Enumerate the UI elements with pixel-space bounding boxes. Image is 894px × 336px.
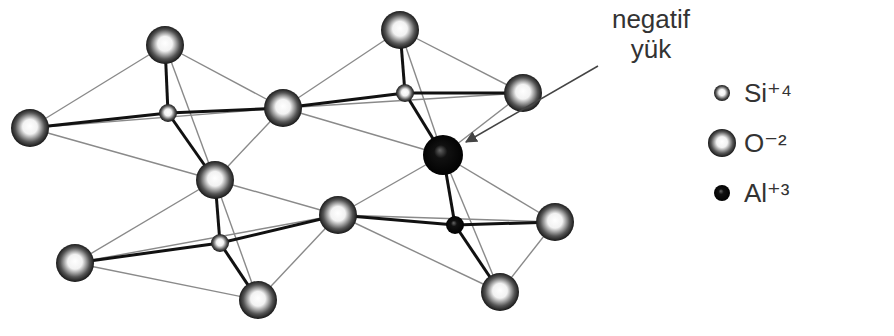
edge-line [215,180,338,215]
o-swatch [708,129,736,157]
silicon-atom [396,84,414,102]
oxygen-atom [319,196,357,234]
bond-line [75,243,220,263]
legend-text: Al⁺³ [744,178,790,208]
edge-line [165,45,283,108]
atoms [11,11,574,319]
legend-text: Si⁺⁴ [744,78,792,108]
aluminium-atom [446,216,464,234]
leader-line [466,66,598,142]
legend-text: O⁻² [744,128,787,158]
oxygen-atom [381,11,419,49]
edge-line [338,215,500,292]
annotation-label: negatif yük [596,4,706,64]
edge-line [75,263,258,300]
oxygen-atom [146,26,184,64]
bonds [30,30,555,300]
si-swatch [714,85,730,101]
oxygen-atom [56,244,94,282]
silicon-atom [159,104,177,122]
oxygen-atom [11,109,49,147]
oxygen-atom [504,74,542,112]
al-swatch [714,185,730,201]
edge-line [30,128,215,180]
oxygen-atom [481,273,519,311]
edge-line [30,108,283,128]
edge-line [75,215,338,263]
oxygen-atom [264,89,302,127]
bond-line [30,113,168,128]
tetrahedron-edges [30,30,555,300]
oxygen-atom [239,281,277,319]
silicon-atom [211,234,229,252]
oxygen-atom [536,203,574,241]
charged-oxygen-atom [423,135,463,175]
oxygen-atom [196,161,234,199]
